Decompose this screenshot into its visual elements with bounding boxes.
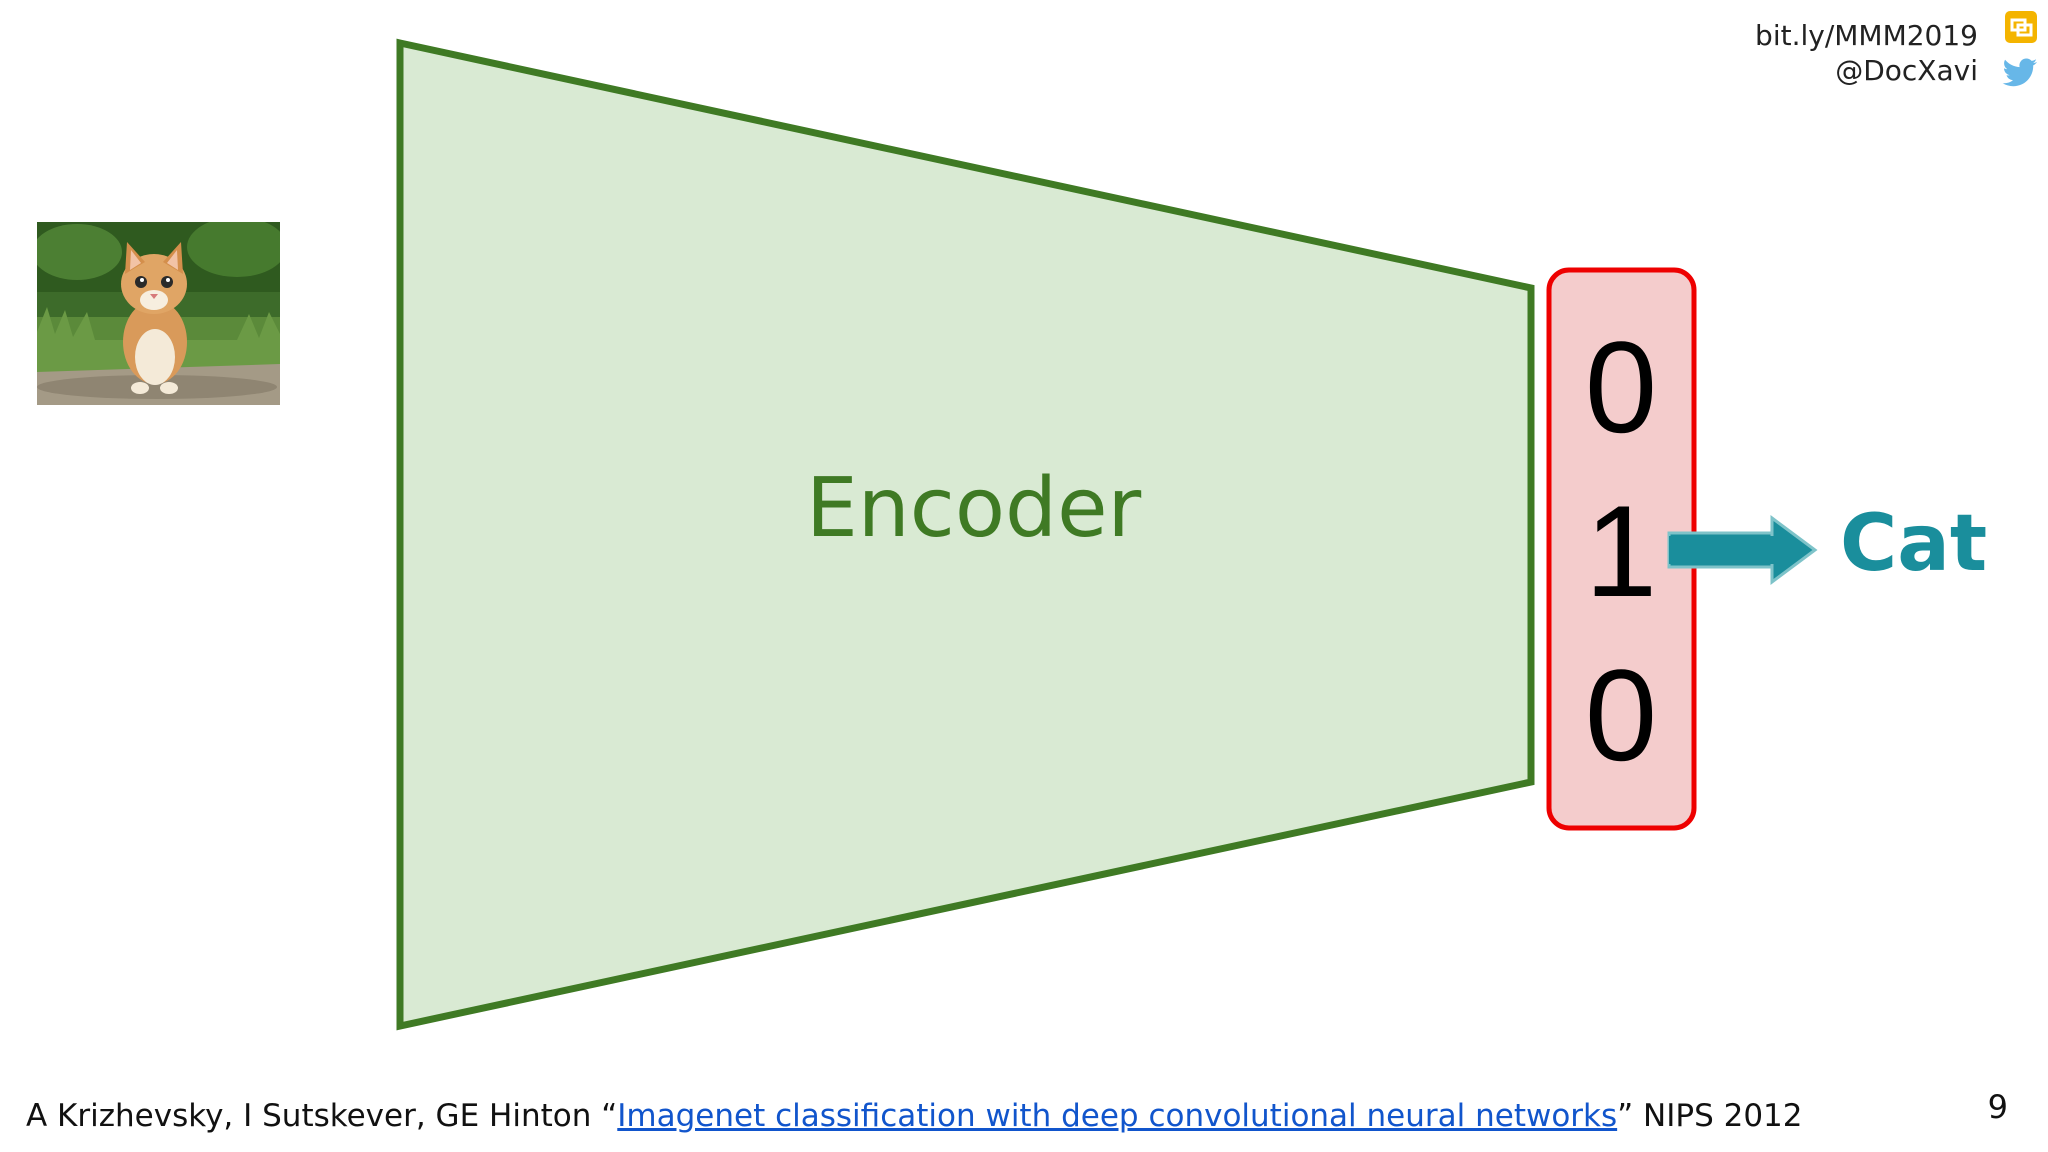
slides-icon: [2005, 11, 2037, 43]
citation-venue: ” NIPS 2012: [1617, 1098, 1803, 1134]
vector-value-2: 0: [1584, 642, 1658, 788]
vector-value-1: 1: [1584, 478, 1658, 624]
output-arrow: [1667, 515, 1818, 585]
page-number: 9: [1987, 1088, 2008, 1126]
kitten-photo: [37, 222, 280, 405]
citation: A Krizhevsky, I Sutskever, GE Hinton “Im…: [26, 1098, 1803, 1134]
short-link[interactable]: bit.ly/MMM2019: [1755, 19, 1978, 52]
paper-link[interactable]: Imagenet classification with deep convol…: [617, 1098, 1618, 1134]
encoder-trapezoid: [396, 38, 1535, 1031]
vector-value-0: 0: [1584, 314, 1658, 460]
encoder-label: Encoder: [806, 461, 1142, 556]
citation-authors: A Krizhevsky, I Sutskever, GE Hinton “: [26, 1098, 618, 1134]
twitter-bird-icon: [2002, 58, 2037, 87]
class-label: Cat: [1840, 499, 1988, 589]
kitten-image: [37, 222, 280, 405]
twitter-handle[interactable]: @DocXavi: [1835, 54, 1978, 87]
